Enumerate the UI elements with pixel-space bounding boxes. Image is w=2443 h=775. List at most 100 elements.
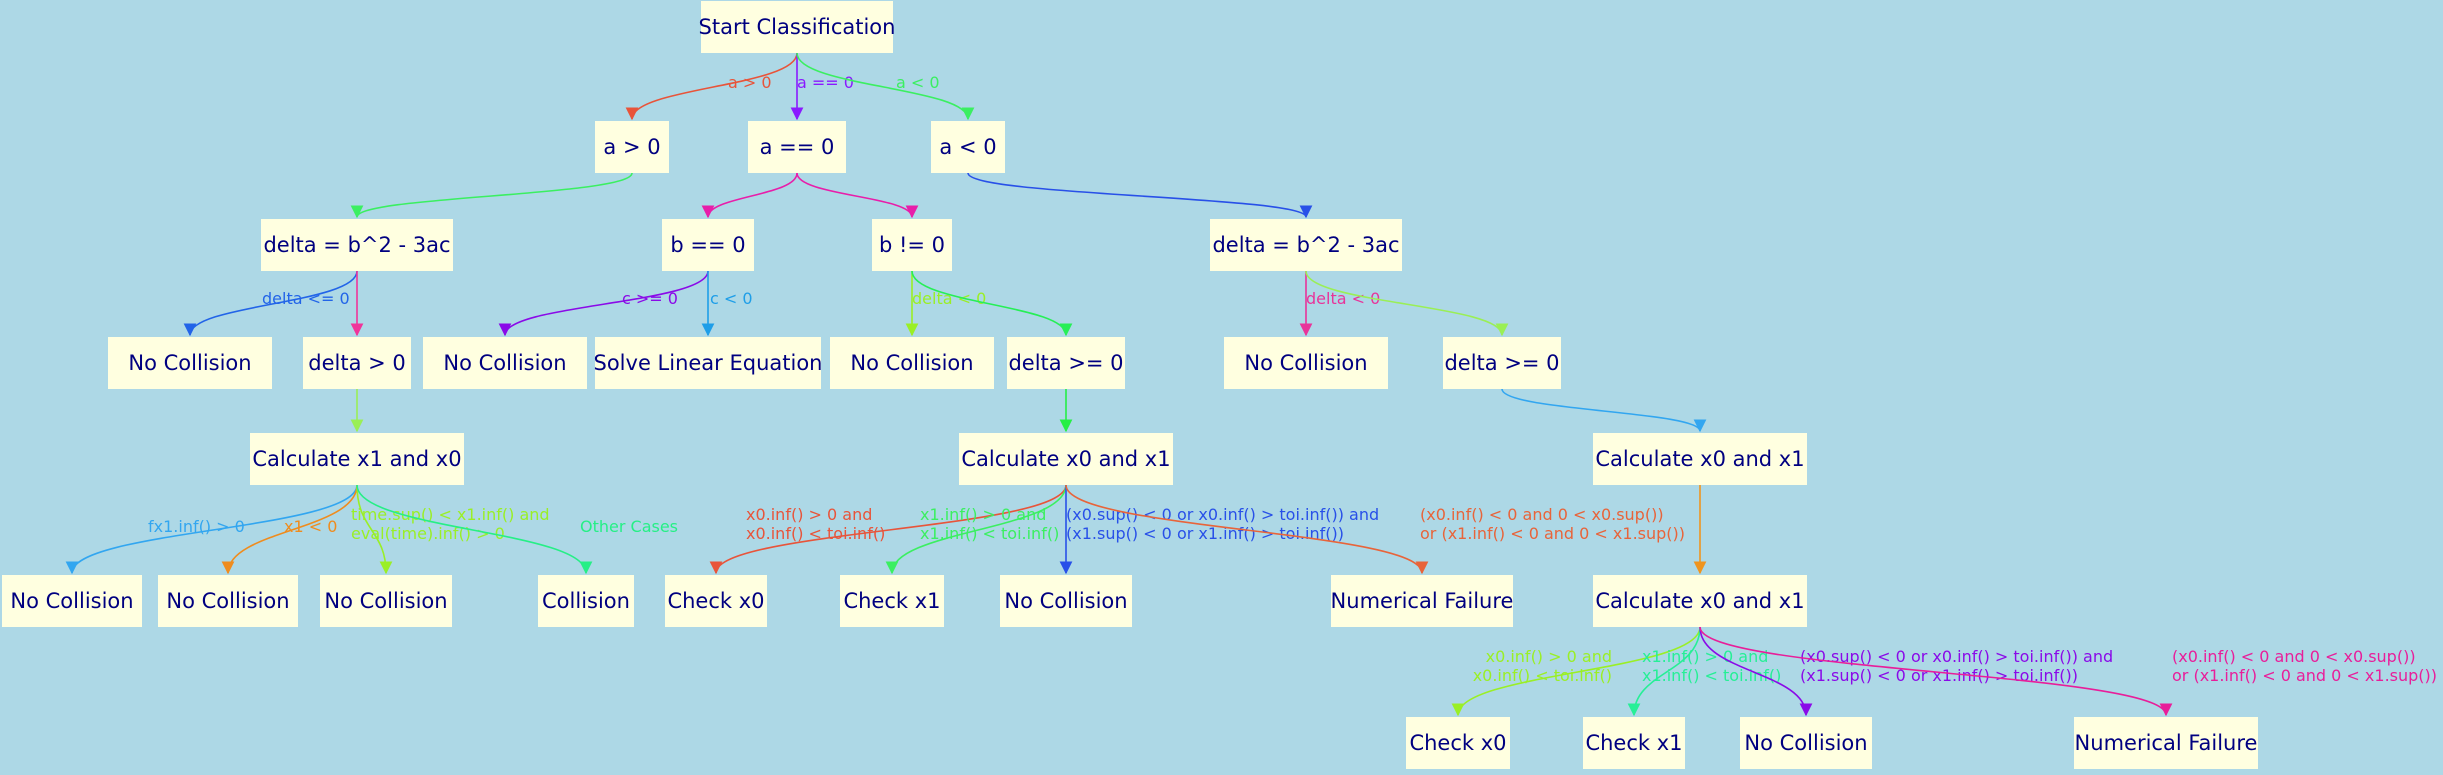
node-label: No Collision [850,351,973,375]
edge-label-b_eq-to-sle: c < 0 [710,289,753,308]
node-label: Check x0 [667,589,764,613]
edge-label-line: x0.inf() > 0 and [1486,647,1612,666]
node-box [108,337,272,389]
node-dgt: delta > 0 [303,337,411,389]
edge-delta_r-to-dge2 [1305,270,1509,337]
edge-calc_r2-to-cx0b [1451,626,1701,717]
node-label: No Collision [443,351,566,375]
node-nc2: No Collision [423,337,587,389]
node-calc_m: Calculate x0 and x1 [959,433,1173,485]
node-label: Check x0 [1409,731,1506,755]
edge-a_lt-to-delta_r [967,172,1313,219]
edge-label-line: (x0.inf() < 0 and 0 < x0.sup()) [2172,647,2416,666]
edge-label-line: x0.inf() < toi.inf() [746,524,885,543]
node-box [1007,337,1125,389]
edge-b_ne-to-dge1 [911,270,1073,337]
node-box [665,575,767,627]
node-calc_r2: Calculate x0 and x1 [1593,575,1807,627]
node-nf2: Numerical Failure [2074,717,2258,769]
node-box [261,219,453,271]
edge-calc_r2-to-cx1b [1627,626,1701,717]
edges-layer: a > 0 a == 0 a < 0 delta <= 0 c >= 0 c < 0 del… [65,52,2437,717]
node-calc_r: Calculate x0 and x1 [1593,433,1807,485]
edge-calc_l-to-col [356,484,593,575]
edge-calc_r2-to-nf2 [1699,626,2173,717]
node-cx0a: Check x0 [665,575,767,627]
node-box [959,433,1173,485]
node-start: Start Classification [699,1,896,53]
edge-label-line: x1.inf() > 0 and [1642,647,1768,666]
node-label: b != 0 [879,233,945,257]
node-b_ne: b != 0 [872,219,952,271]
node-calc_l: Calculate x1 and x0 [250,433,464,485]
node-box [830,337,994,389]
node-box [423,337,587,389]
node-label: No Collision [166,589,289,613]
node-cx1b: Check x1 [1583,717,1685,769]
edge-label-line: x1.inf() > 0 and [920,505,1046,524]
node-label: Numerical Failure [2075,731,2258,755]
node-dge2: delta >= 0 [1443,337,1561,389]
edge-label-line: delta <= 0 [262,289,350,308]
edge-label-line: c >= 0 [622,289,678,308]
node-nc7: No Collision [320,575,452,627]
node-box [250,433,464,485]
node-nc1: No Collision [108,337,272,389]
node-label: delta > 0 [308,351,406,375]
edge-calc_l-to-nc7 [356,484,393,575]
edge-calc_r2-to-nc9 [1699,626,1813,717]
node-box [2074,717,2258,769]
edge-label-line: a < 0 [896,73,940,92]
edge-a_eq-to-b_eq [701,172,798,219]
node-a_eq: a == 0 [748,121,846,173]
edge-label-line: (x1.sup() < 0 or x1.inf() > toi.inf()) [1066,524,1344,543]
node-dge1: delta >= 0 [1007,337,1125,389]
edge-label-line: or (x1.inf() < 0 and 0 < x1.sup()) [2172,666,2437,685]
edge-label-line: delta < 0 [1306,289,1380,308]
node-box [158,575,298,627]
edge-calc_m-to-cx1a [885,484,1067,575]
edge-label-delta_r-to-nc4: delta < 0 [1306,289,1380,308]
edge-a_gt-to-delta_l [350,172,633,219]
edge-calc_l-to-nc5 [65,484,358,575]
node-label: No Collision [10,589,133,613]
node-label: Solve Linear Equation [594,351,823,375]
node-box [1210,219,1402,271]
node-label: No Collision [324,589,447,613]
node-box [1593,575,1807,627]
node-box [662,219,754,271]
node-label: a > 0 [603,135,660,159]
node-label: No Collision [128,351,251,375]
edge-label-delta_l-to-nc1: delta <= 0 [262,289,350,308]
node-box [748,121,846,173]
edge-label-line: time.sup() < x1.inf() and [351,505,550,524]
node-b_eq: b == 0 [662,219,754,271]
edge-label-calc_l-to-nc6: x1 < 0 [284,517,337,536]
node-box [303,337,411,389]
edge-calc_m-to-nf1 [1065,484,1429,575]
edge-calc_m-to-cx0a [709,484,1067,575]
node-box [1406,717,1510,769]
edge-label-line: fx1.inf() > 0 [148,517,245,536]
node-nc6: No Collision [158,575,298,627]
edge-label-line: a > 0 [728,73,772,92]
edge-label-line: x0.inf() > 0 and [746,505,872,524]
node-label: Collision [542,589,630,613]
edge-label-line: x1.inf() < toi.inf() [1642,666,1781,685]
node-label: Start Classification [699,15,896,39]
node-label: No Collision [1004,589,1127,613]
node-box [2,575,142,627]
node-delta_r: delta = b^2 - 3ac [1210,219,1402,271]
node-label: a < 0 [939,135,996,159]
node-label: Calculate x0 and x1 [961,447,1170,471]
edge-label-calc_m-to-nf1: (x0.inf() < 0 and 0 < x0.sup())or (x1.in… [1420,505,1685,543]
node-label: a == 0 [760,135,835,159]
node-box [840,575,944,627]
edge-label-b_eq-to-nc2: c >= 0 [622,289,678,308]
edge-label-line: (x1.sup() < 0 or x1.inf() > toi.inf()) [1800,666,2078,685]
edge-label-calc_r2-to-nf2: (x0.inf() < 0 and 0 < x0.sup())or (x1.in… [2172,647,2437,685]
